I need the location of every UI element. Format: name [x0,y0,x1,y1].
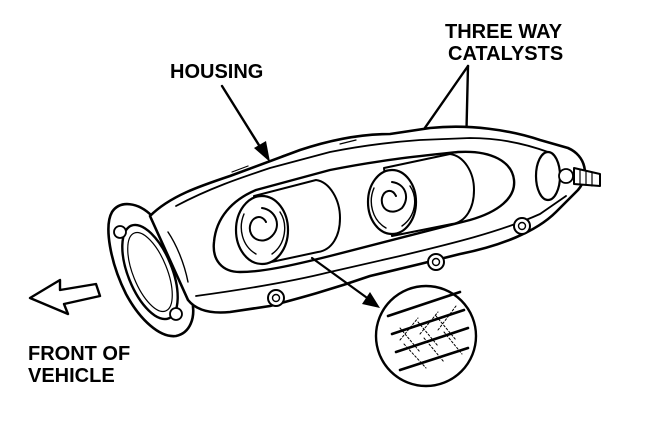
label-catalysts-line1: THREE WAY [445,21,563,43]
catalyst-detail-magnifier [374,284,478,388]
label-front-line2: VEHICLE [28,365,115,387]
rear-outlet [534,150,601,202]
flange-bolts [267,217,531,307]
detail-pointer-arrow [310,256,380,308]
front-direction-arrow [28,278,102,316]
front-flange [107,202,195,338]
label-housing: HOUSING [170,61,263,83]
label-catalysts-line2: CATALYSTS [448,43,563,65]
label-front-line1: FRONT OF [28,343,130,365]
catalyst-brick-front [234,179,341,266]
housing-leader-arrow [220,84,270,162]
catalyst-brick-rear [366,153,475,237]
